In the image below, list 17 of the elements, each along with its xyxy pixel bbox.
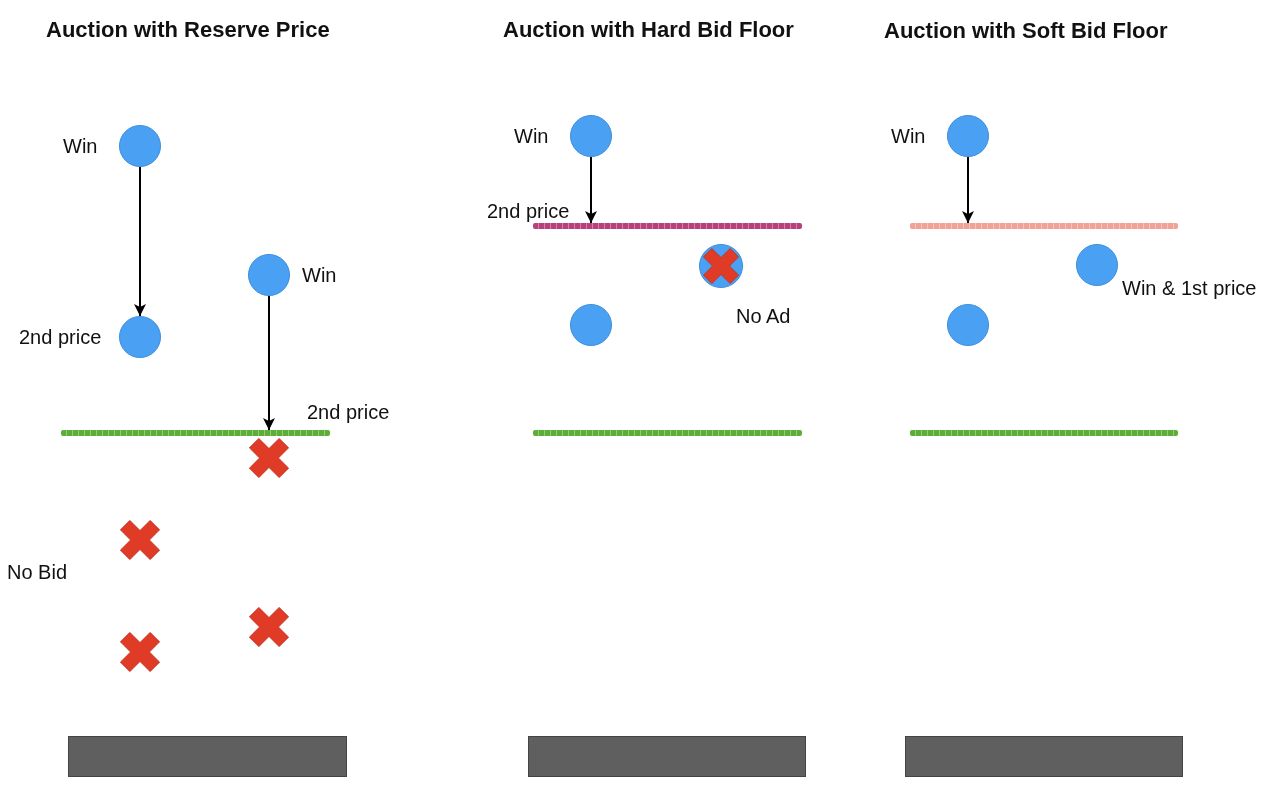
panel-title: Auction with Hard Bid Floor	[503, 16, 794, 44]
arrow	[263, 295, 275, 431]
arrow	[585, 156, 597, 224]
annotation-text: Win	[63, 134, 98, 158]
annotation-text: Win	[302, 263, 337, 287]
annotation-text: No Ad	[736, 304, 791, 328]
panel-title: Auction with Reserve Price	[46, 16, 330, 44]
arrow	[134, 166, 146, 317]
arrow	[962, 156, 974, 224]
annotation-text: Win	[514, 124, 549, 148]
annotation-text: 2nd price	[487, 199, 570, 223]
annotation-text: Win	[891, 124, 926, 148]
panel-title: Auction with Soft Bid Floor	[884, 17, 1168, 45]
annotation-text: 2nd price	[307, 400, 390, 424]
annotation-text: Win & 1st price	[1122, 276, 1257, 300]
annotation-text: 2nd price	[19, 325, 102, 349]
annotation-text: No Bid	[7, 560, 68, 584]
